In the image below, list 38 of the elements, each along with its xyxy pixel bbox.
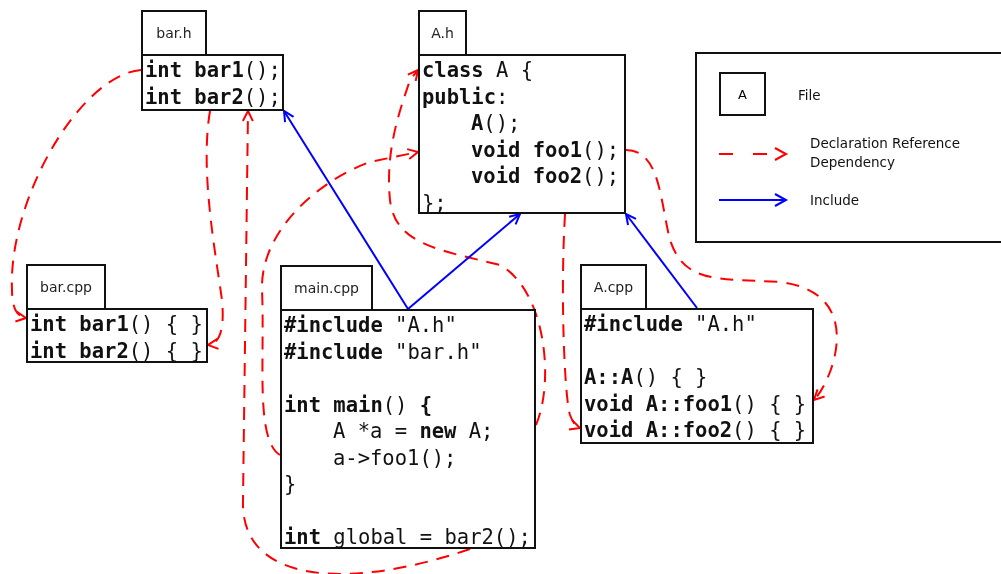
- code-line: int main() {: [284, 391, 433, 418]
- dependency-arrow: [625, 149, 838, 401]
- code-line: A();: [470, 110, 521, 137]
- code-line: int bar1();: [145, 57, 281, 84]
- code-line: }: [284, 471, 297, 498]
- include-arrow: [625, 213, 698, 309]
- code-line: class A {: [422, 57, 534, 84]
- code-line: int global = bar2();: [284, 524, 531, 551]
- dependency-arrow: [261, 148, 419, 456]
- code-line: #include "bar.h": [284, 338, 482, 365]
- code-line: int bar2();: [145, 83, 281, 110]
- dependency-arrow: [388, 69, 547, 426]
- include-arrow: [407, 213, 521, 310]
- code-line: A *a = new A;: [332, 418, 494, 445]
- legend-text: Declaration Reference Dependency: [810, 134, 962, 172]
- sample-letter: A: [738, 86, 747, 102]
- code-line: #include "A.h": [584, 311, 757, 338]
- code-line: a->foo1();: [332, 444, 457, 471]
- dependency-arrow: [11, 69, 142, 322]
- code-line: public:: [422, 83, 509, 110]
- code-line: int bar1() { }: [30, 311, 203, 338]
- file-name-tab: A.cpp: [580, 264, 647, 308]
- file-name-tab: bar.h: [141, 10, 207, 54]
- file-name-tab: A.h: [418, 10, 467, 54]
- legend-text: Include: [810, 191, 861, 210]
- code-line: A::A() { }: [584, 364, 708, 391]
- file-name-tab: bar.cpp: [26, 264, 106, 308]
- dependency-arrow: [561, 213, 581, 430]
- code-line: void A::foo2() { }: [584, 417, 807, 444]
- code-line: void foo2();: [470, 163, 620, 190]
- file-name-tab: main.cpp: [280, 265, 373, 309]
- code-line: #include "A.h": [284, 312, 457, 339]
- dependency-arrow: [205, 110, 224, 349]
- legend-text: File: [798, 86, 822, 105]
- include-arrow: [283, 110, 409, 310]
- code-line: void foo1();: [470, 136, 620, 163]
- dependency-arrow: [241, 110, 471, 574]
- code-line: void A::foo1() { }: [584, 390, 807, 417]
